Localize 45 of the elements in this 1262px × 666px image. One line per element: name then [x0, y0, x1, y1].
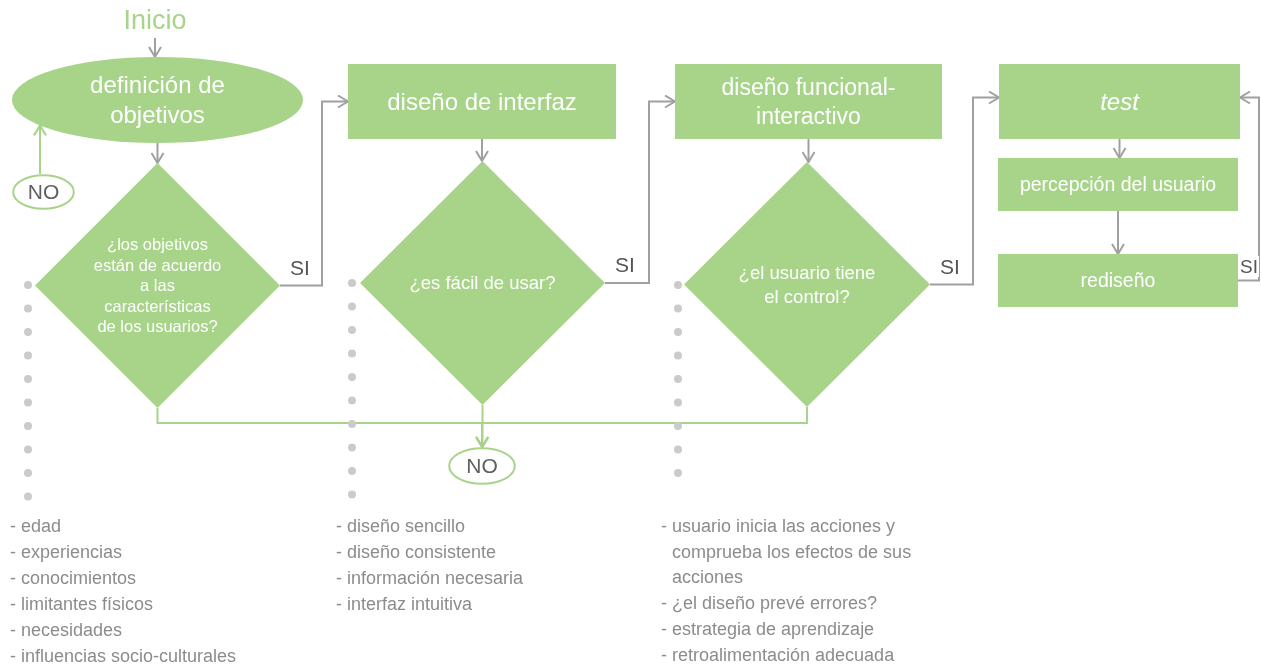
node-text: ¿los objetivos están de acuerdo a las características de los usuarios? [93, 233, 222, 338]
arrow [279, 94, 349, 287]
arrow [801, 138, 816, 163]
list-item: - necesidades [10, 619, 124, 642]
list-item: - influencias socio-culturales [10, 645, 238, 666]
arrow [475, 138, 489, 162]
node-text: definición de objetivos [89, 70, 226, 130]
node-text: NO [466, 452, 498, 479]
process-box [675, 64, 942, 139]
list-item: - experiencias [10, 541, 124, 564]
arrow [1112, 138, 1127, 159]
list-item: - diseño sencillo [336, 515, 467, 538]
node-text: diseño funcional-interactivo [720, 72, 897, 131]
node-text: ¿es fácil de usar? [408, 271, 557, 295]
process-box [998, 254, 1238, 307]
arrow [148, 37, 162, 58]
arrow [1111, 210, 1125, 255]
list-item: - usuario inicia las acciones y comprueba los efectos de sus acciones [661, 515, 913, 589]
list-item: - ¿el diseño prevé errores? [661, 592, 879, 615]
arrow [929, 90, 1000, 286]
arrow [33, 124, 47, 175]
process-box [999, 64, 1240, 139]
node-text: test [1100, 86, 1139, 117]
arrow [150, 142, 165, 164]
arrow [475, 404, 490, 448]
node-text: percepción del usuario [1019, 172, 1217, 197]
list-item: - retroalimentación adecuada [661, 644, 896, 666]
node-text: ¿el usuario tiene el control? [737, 261, 877, 308]
list-item: - edad [10, 515, 63, 538]
process-box [998, 158, 1238, 211]
start-label: Inicio [123, 4, 187, 38]
process-box [348, 64, 616, 139]
edge-label: SI [1239, 255, 1259, 277]
list-item: - limitantes físicos [10, 593, 155, 616]
node-text: NO [27, 178, 60, 205]
arrow [1237, 90, 1260, 282]
node-text: diseño de interfaz [387, 86, 577, 117]
arrow [604, 94, 676, 284]
arrow [475, 406, 808, 448]
list-item: - interfaz intuitiva [336, 593, 474, 616]
list-item: - diseño consistente [336, 541, 498, 564]
list-item: - estrategia de aprendizaje [661, 618, 876, 641]
list-item: - conocimientos [10, 567, 138, 590]
node-text: rediseño [1080, 268, 1156, 293]
list-item: - información necesaria [336, 567, 525, 590]
